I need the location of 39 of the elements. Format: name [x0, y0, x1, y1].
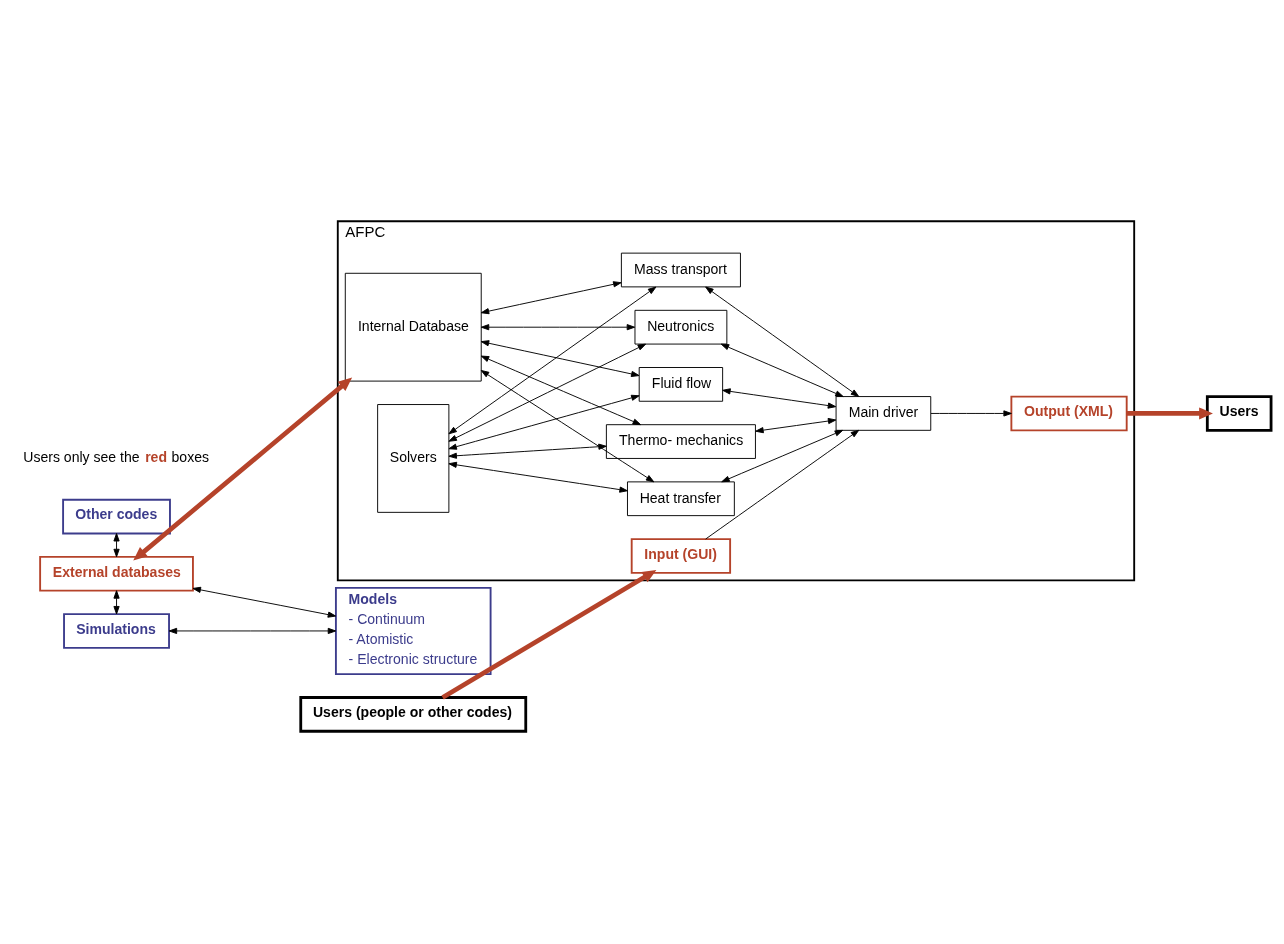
node-box: Users	[1205, 394, 1273, 432]
node-box: Output (XML)	[1010, 395, 1128, 431]
arrow	[480, 369, 655, 482]
node-box: Heat transfer	[627, 480, 735, 516]
arrow	[930, 409, 1012, 417]
arrow	[480, 355, 642, 425]
node-box: Simulations	[63, 612, 170, 649]
node-box: Mass transport	[620, 252, 741, 287]
node-box: Input (GUI)	[630, 537, 732, 574]
node-box: Internal Database	[344, 272, 482, 382]
node-box: Main driver	[835, 395, 932, 431]
arrow	[480, 323, 636, 330]
arrow	[168, 627, 337, 634]
node-box: Solvers	[377, 403, 450, 513]
arrow	[448, 343, 647, 442]
arrow	[480, 339, 640, 377]
arrow	[192, 586, 337, 618]
node-box: Models - Continuum - Atomistic - Electronic structure	[334, 586, 492, 675]
arrow	[448, 394, 640, 450]
arrow	[133, 377, 353, 561]
arrow	[441, 569, 657, 699]
arrow	[721, 429, 844, 482]
node-box: Neutronics	[634, 309, 728, 345]
node-box: External databases	[39, 555, 194, 592]
node-box: Thermo- mechanics	[605, 423, 756, 459]
arrow	[1126, 406, 1213, 419]
arrow	[705, 429, 860, 539]
arrow	[720, 343, 844, 397]
node-box: Fluid flow	[638, 366, 724, 402]
arrow	[705, 286, 860, 397]
label: Users only see the red boxes	[23, 448, 210, 465]
arrow	[755, 417, 837, 433]
arrow	[448, 286, 657, 434]
arrow	[722, 387, 837, 409]
arrow	[448, 443, 607, 459]
arrow	[448, 461, 628, 493]
node-box: Other codes	[62, 498, 171, 534]
node-box: Users (people or other codes)	[299, 695, 528, 733]
arrow	[480, 280, 622, 314]
